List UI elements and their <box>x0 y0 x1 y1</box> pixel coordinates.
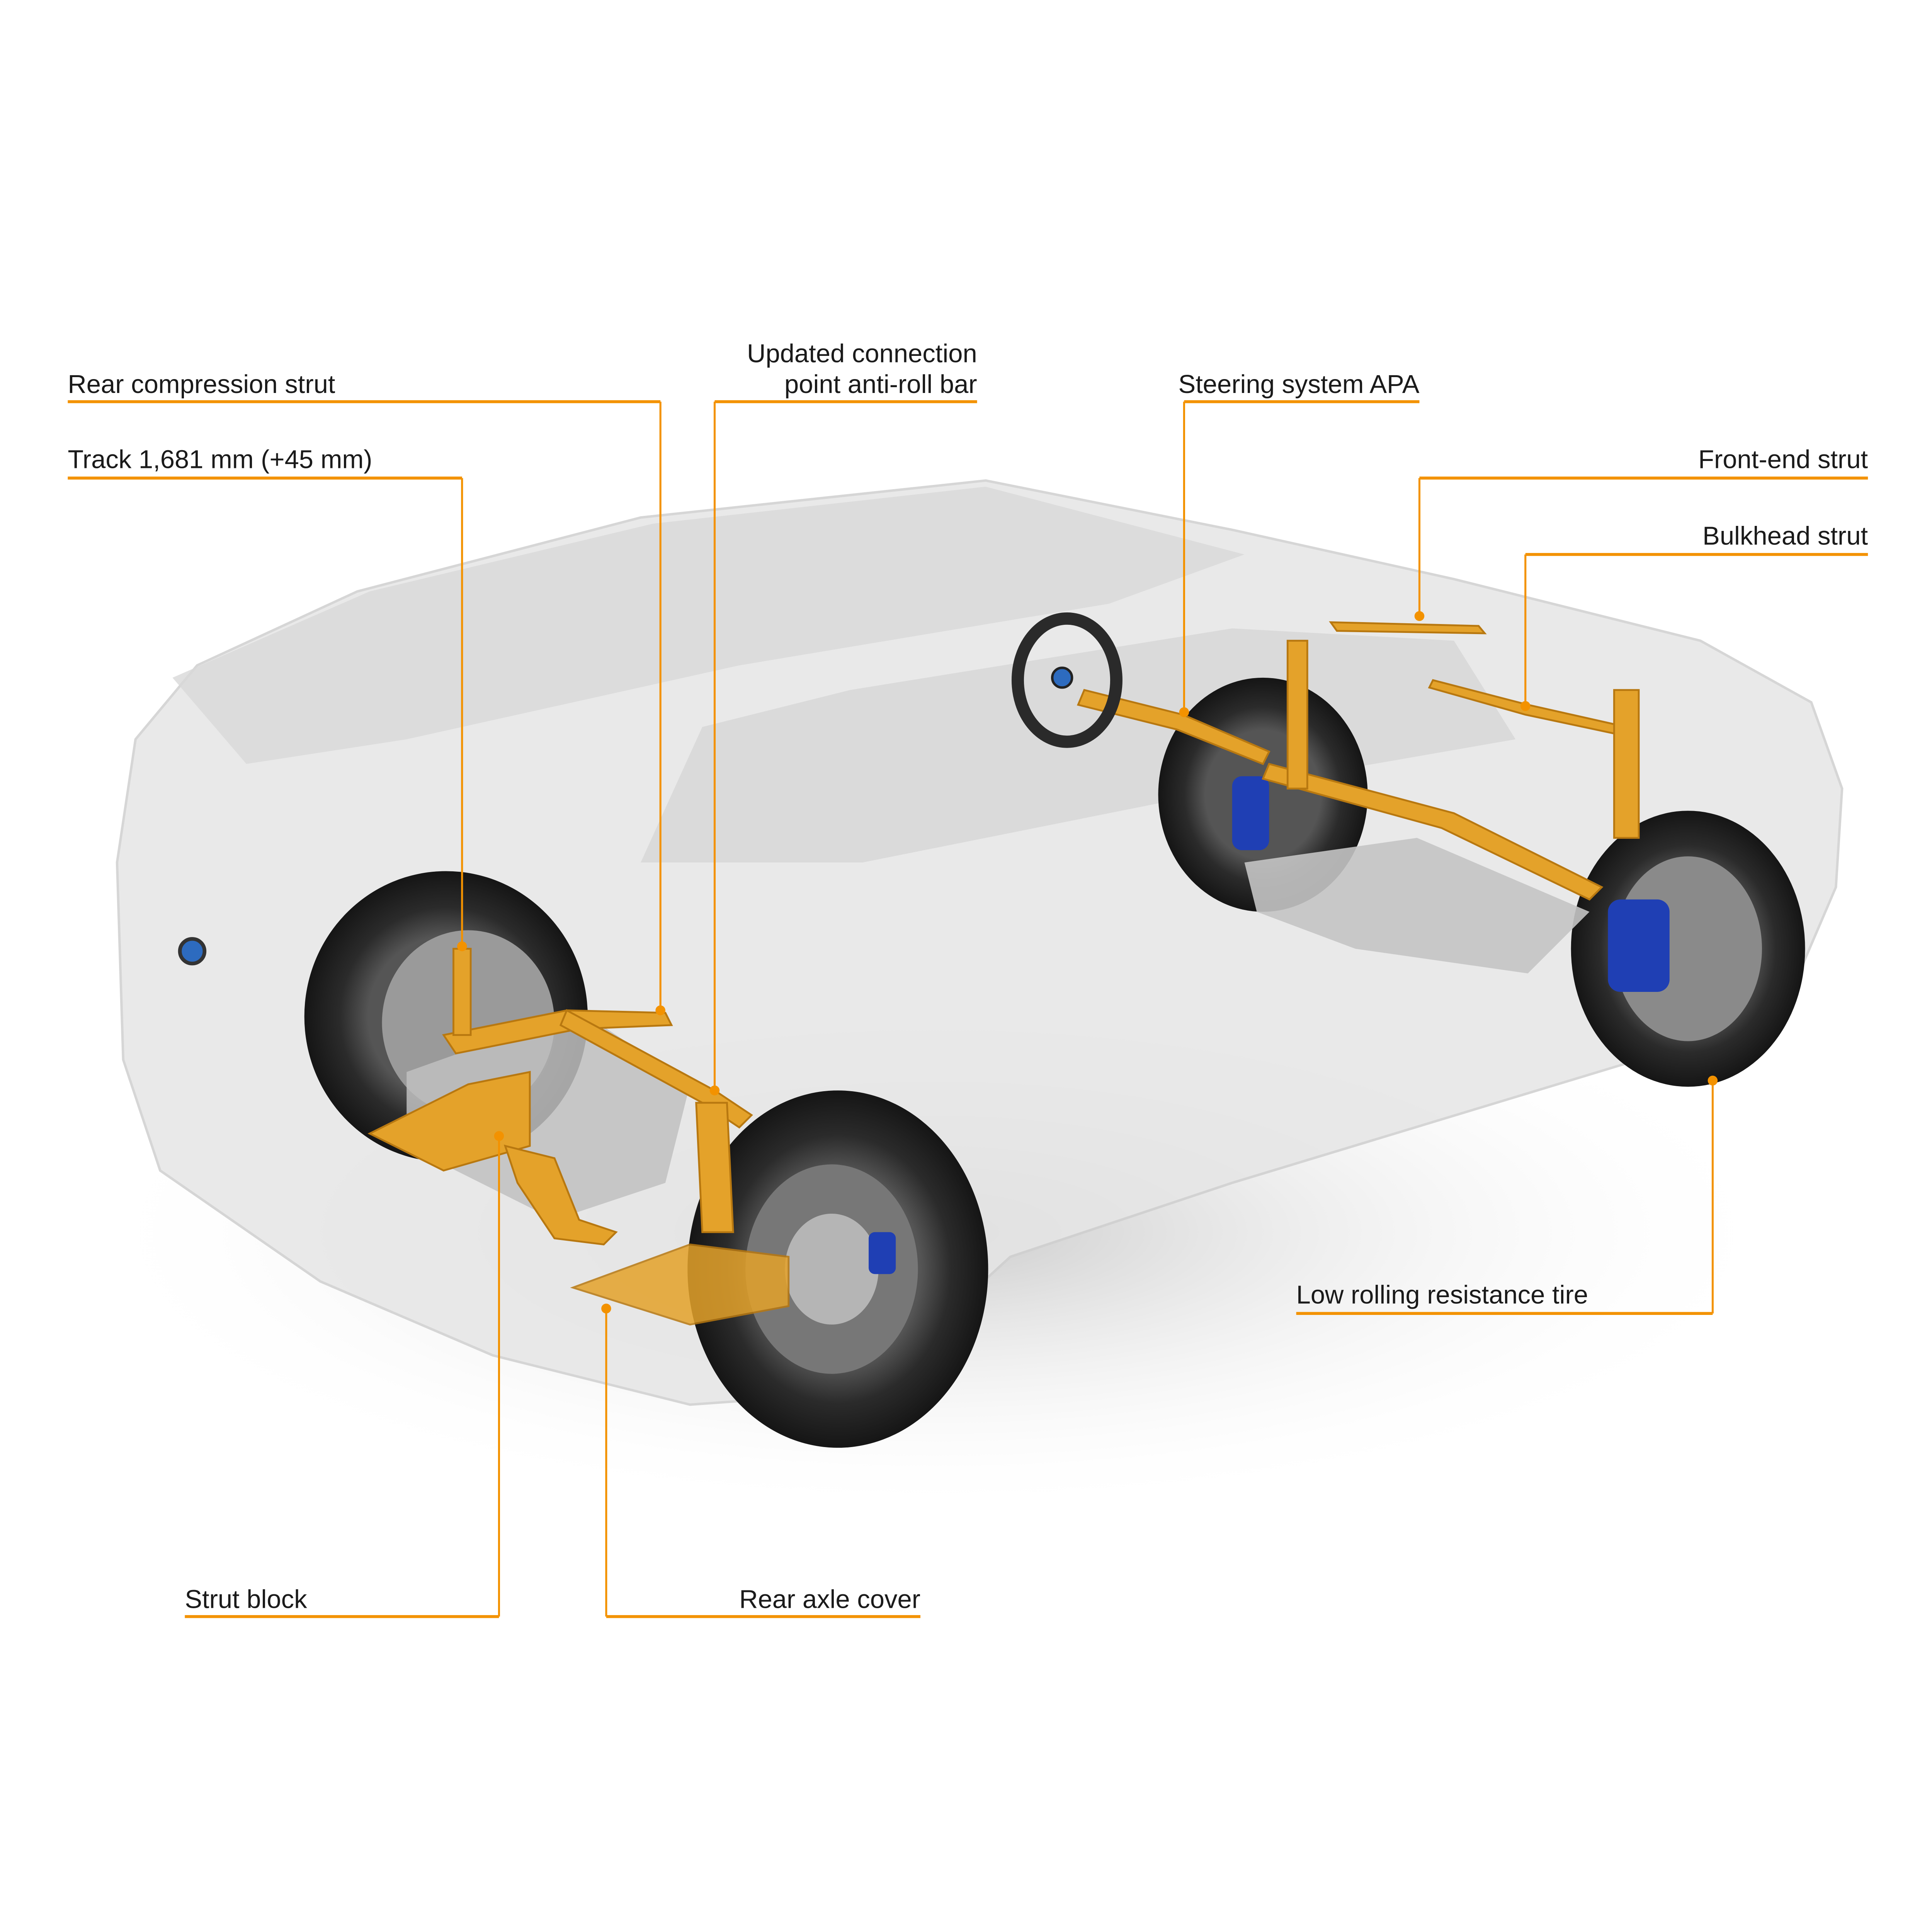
callout-front-end-strut: Front-end strut <box>1414 445 1868 621</box>
label-steering: Steering system APA <box>1179 370 1420 399</box>
brake-caliper <box>869 1232 896 1274</box>
label-rear-compression-strut: Rear compression strut <box>68 370 335 399</box>
rear-arm <box>503 1145 618 1246</box>
highlighted-components <box>367 621 1640 1326</box>
callout-tire: Low rolling resistance tire <box>1296 1075 1718 1315</box>
label-bulkhead-strut: Bulkhead strut <box>1702 521 1868 550</box>
rear-subframe <box>406 1010 690 1220</box>
callout-bulkhead-strut: Bulkhead strut <box>1520 521 1868 711</box>
steering-wheel <box>1011 612 1122 748</box>
car-roof <box>172 486 1245 764</box>
callout-anti-roll-bar: Updated connection point anti-roll bar <box>709 339 977 1095</box>
label-tire: Low rolling resistance tire <box>1296 1281 1588 1310</box>
callout-strut-block: Strut block <box>185 1131 504 1618</box>
label-rear-axle-cover: Rear axle cover <box>739 1585 920 1614</box>
front-left-strut <box>1286 639 1308 790</box>
label-front-end-strut: Front-end strut <box>1698 445 1868 474</box>
rear-strut <box>452 947 472 1036</box>
callout-rear-compression-strut: Rear compression strut <box>68 370 665 1015</box>
front-end-strut-part <box>1329 621 1487 634</box>
callout-track: Track 1,681 mm (+45 mm) <box>68 445 467 951</box>
car-illustration <box>74 479 1844 1516</box>
steering-rack <box>1262 763 1604 901</box>
rear-right-wheel <box>687 1090 988 1448</box>
brake-caliper <box>1608 899 1670 992</box>
callout-rear-axle-cover: Rear axle cover <box>601 1303 920 1618</box>
strut-block-part <box>367 1071 531 1172</box>
rear-axle-cover-part <box>570 1243 790 1326</box>
label-track: Track 1,681 mm (+45 mm) <box>68 445 372 474</box>
label-anti-roll-line1: Updated connection <box>747 339 977 368</box>
label-strut-block: Strut block <box>185 1585 307 1614</box>
front-right-wheel <box>1571 811 1805 1087</box>
callout-steering: Steering system APA <box>1179 370 1420 717</box>
brand-badge-icon <box>178 937 207 966</box>
front-right-strut <box>1613 689 1640 839</box>
front-subframe <box>1244 838 1590 974</box>
rear-right-strut <box>695 1102 734 1233</box>
label-anti-roll-line2: point anti-roll bar <box>784 370 977 399</box>
steering-wheel-badge-icon <box>1051 667 1073 689</box>
